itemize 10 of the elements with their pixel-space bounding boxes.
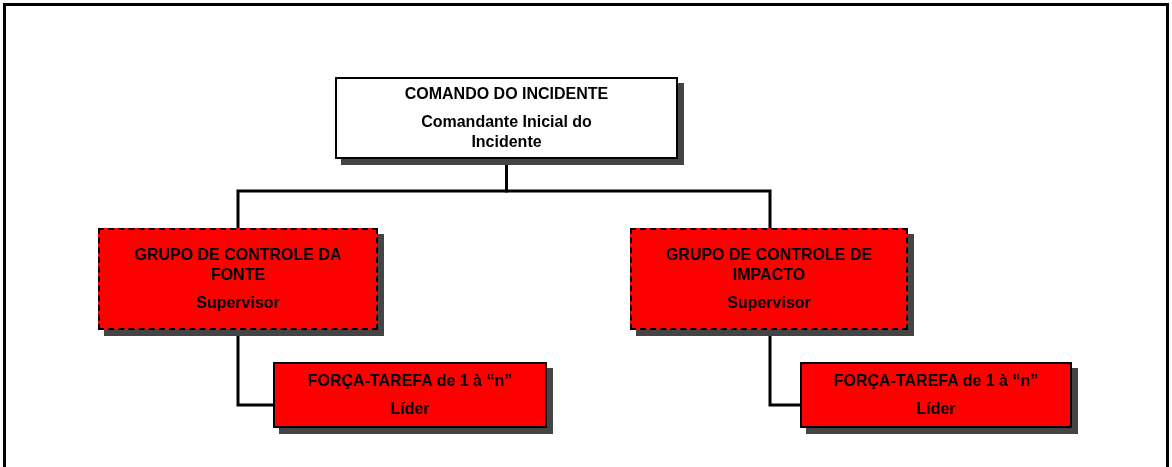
box-title: FORÇA-TAREFA de 1 à “n” xyxy=(306,371,514,391)
box-title: GRUPO DE CONTROLE DA FONTE xyxy=(133,245,343,285)
box-title: COMANDO DO INCIDENTE xyxy=(403,84,610,104)
role-label: Comandante Inicial do Incidente xyxy=(420,112,593,152)
box-title: FORÇA-TAREFA de 1 à “n” xyxy=(832,371,1040,391)
box-title: GRUPO DE CONTROLE DE IMPACTO xyxy=(664,245,874,285)
role-label: Supervisor xyxy=(195,293,281,313)
role-label: Líder xyxy=(915,399,957,419)
role-label: Supervisor xyxy=(726,293,812,313)
role-label: Líder xyxy=(389,399,431,419)
